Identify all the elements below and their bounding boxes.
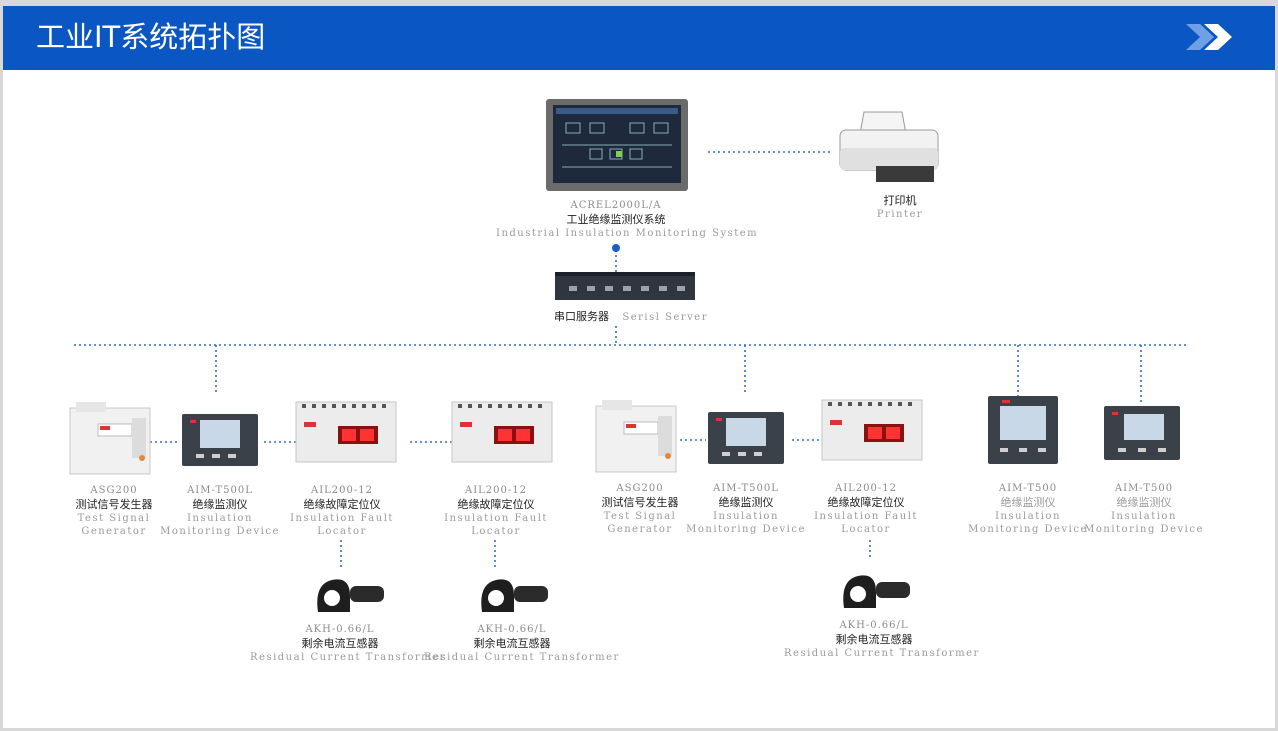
- device-name-en: Insulation: [995, 511, 1061, 522]
- system-name-en: Industrial Insulation Monitoring System: [496, 228, 759, 239]
- device-name-en: Insulation Fault: [444, 513, 548, 524]
- transformer-name-cn: 剩余电流互感器: [301, 637, 379, 650]
- transformer-name-cn: 剩余电流互感器: [835, 633, 913, 646]
- device-name-cn: 绝缘监测仪: [1000, 496, 1056, 509]
- printer-name-cn: 打印机: [883, 194, 917, 207]
- fault-locator-icon: [295, 401, 397, 463]
- transformer-name-en: Residual Current Transformer: [424, 652, 620, 663]
- server-name-cn: 串口服务器: [554, 310, 609, 323]
- transformer-label-3: AKH-0.66/L 剩余电流互感器 Residual Current Tran…: [784, 620, 980, 660]
- device-name-en-line2: Generator: [81, 526, 147, 537]
- insulation-monitor-icon: [988, 396, 1058, 464]
- serial-server-icon: [555, 272, 695, 300]
- chevron-right-icon: [1186, 24, 1232, 50]
- transformer-model: AKH-0.66/L: [839, 620, 909, 631]
- device-name-cn: 绝缘故障定位仪: [457, 498, 535, 511]
- device-label-4: AIL200-12 绝缘故障定位仪 Insulation Fault Locat…: [436, 485, 556, 538]
- server-label: 串口服务器 Serisl Server: [536, 307, 726, 325]
- transformer-name-en: Residual Current Transformer: [784, 648, 980, 659]
- system-name-cn: 工业绝缘监测仪系统: [566, 213, 666, 226]
- device-name-en-line2: Locator: [841, 524, 891, 535]
- device-label-7: AIL200-12 绝缘故障定位仪 Insulation Fault Locat…: [806, 483, 926, 536]
- fault-locator-icon: [451, 401, 553, 463]
- device-model: AIL200-12: [834, 483, 897, 494]
- device-name-en: Insulation Fault: [814, 511, 918, 522]
- device-name-cn: 绝缘故障定位仪: [303, 498, 381, 511]
- device-name-cn: 绝缘故障定位仪: [827, 496, 905, 509]
- current-transformer-icon: [843, 575, 910, 608]
- transformer-model: AKH-0.66/L: [305, 624, 375, 635]
- printer-icon: [839, 111, 939, 182]
- device-name-en-line2: Generator: [607, 524, 673, 535]
- printer-label: 打印机 Printer: [850, 193, 950, 221]
- transformer-name-en: Residual Current Transformer: [250, 652, 446, 663]
- device-name-cn: 绝缘监测仪: [192, 498, 248, 511]
- device-label-2: AIM-T500L 绝缘监测仪 Insulation Monitoring De…: [160, 485, 280, 538]
- transformer-name-cn: 剩余电流互感器: [473, 637, 551, 650]
- transformer-label-2: AKH-0.66/L 剩余电流互感器 Residual Current Tran…: [424, 624, 620, 664]
- device-name-en: Insulation: [187, 513, 253, 524]
- page-title: 工业IT系统拓扑图: [36, 20, 266, 54]
- device-label-1: ASG200 测试信号发生器 Test Signal Generator: [58, 485, 170, 538]
- device-name-en: Insulation Fault: [290, 513, 394, 524]
- signal-generator-icon: [595, 400, 677, 473]
- monitoring-screen-icon: [546, 99, 688, 191]
- printer-name-en: Printer: [876, 209, 924, 220]
- device-model: AIM-T500L: [187, 485, 253, 496]
- transformer-model: AKH-0.66/L: [477, 624, 547, 635]
- header-bar: [3, 6, 1275, 70]
- current-transformer-icon: [317, 579, 384, 612]
- device-label-3: AIL200-12 绝缘故障定位仪 Insulation Fault Locat…: [282, 485, 402, 538]
- device-model: AIM-T500L: [713, 483, 779, 494]
- current-transformer-icon: [481, 579, 548, 612]
- device-name-en-line2: Monitoring Device: [968, 524, 1088, 535]
- device-name-en-line2: Monitoring Device: [686, 524, 806, 535]
- signal-generator-icon: [69, 402, 151, 475]
- device-name-en: Test Signal: [603, 511, 677, 522]
- device-name-en: Insulation: [1111, 511, 1177, 522]
- device-name-cn: 绝缘监测仪: [1116, 496, 1172, 509]
- device-label-6: AIM-T500L 绝缘监测仪 Insulation Monitoring De…: [686, 483, 806, 536]
- device-name-en: Insulation: [713, 511, 779, 522]
- device-name-en-line2: Monitoring Device: [160, 526, 280, 537]
- device-model: ASG200: [616, 483, 664, 494]
- insulation-monitor-icon: [708, 412, 784, 464]
- fault-locator-icon: [821, 399, 923, 461]
- system-model: ACREL2000L/A: [570, 200, 662, 211]
- server-name-en: Serisl Server: [622, 312, 708, 323]
- device-model: ASG200: [90, 485, 138, 496]
- device-name-en-line2: Locator: [471, 526, 521, 537]
- transformer-label-1: AKH-0.66/L 剩余电流互感器 Residual Current Tran…: [250, 624, 446, 664]
- device-label-8: AIM-T500 绝缘监测仪 Insulation Monitoring Dev…: [968, 483, 1088, 536]
- device-model: AIM-T500: [998, 483, 1058, 494]
- device-name-en: Test Signal: [77, 513, 151, 524]
- device-model: AIL200-12: [310, 485, 373, 496]
- insulation-monitor-icon: [182, 414, 258, 466]
- device-name-en-line2: Monitoring Device: [1084, 524, 1204, 535]
- system-label: ACREL2000L/A 工业绝缘监测仪系统 Industrial Insula…: [496, 200, 759, 240]
- device-name-en-line2: Locator: [317, 526, 367, 537]
- device-name-cn: 测试信号发生器: [75, 498, 153, 511]
- device-name-cn: 绝缘监测仪: [718, 496, 774, 509]
- device-label-5: ASG200 测试信号发生器 Test Signal Generator: [584, 483, 696, 536]
- device-name-cn: 测试信号发生器: [601, 496, 679, 509]
- device-model: AIM-T500: [1114, 483, 1174, 494]
- device-label-9: AIM-T500 绝缘监测仪 Insulation Monitoring Dev…: [1084, 483, 1204, 536]
- insulation-monitor-icon: [1104, 406, 1180, 460]
- device-model: AIL200-12: [464, 485, 527, 496]
